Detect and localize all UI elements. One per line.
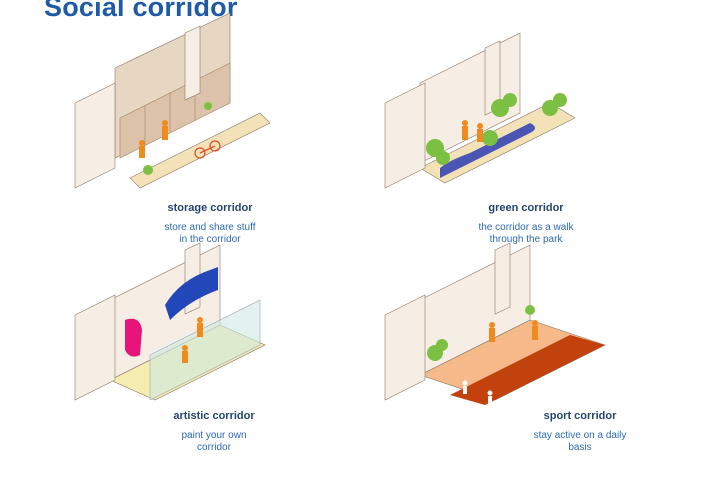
mural-magenta [125,318,142,357]
floor [129,112,271,189]
left-wall [74,294,116,401]
storage-corridor-illustration [74,12,271,189]
plant-icon [427,305,535,361]
panel-description: stay active on a daily basis [533,430,627,453]
plant-icon [426,93,567,165]
left-wall [74,82,116,189]
artistic-corridor-illustration [74,242,266,401]
panel-description: the corridor as a walk through the park [478,222,574,245]
person-figure [182,317,203,363]
left-wall [384,294,426,401]
glass-panel [149,299,261,401]
sport-corridor-illustration [384,242,606,405]
green-band [440,123,535,178]
panel-caption-artistic: artistic corridor paint your own corrido… [144,410,284,454]
panel-title: storage corridor [167,202,253,214]
page-title: Social corridor [44,0,238,22]
plant-icon [143,102,212,175]
partition-wall [494,242,511,315]
running-track [450,335,605,405]
partition-wall [184,25,201,101]
panel-description: paint your own corridor [181,430,247,453]
person-figure [139,120,168,158]
panel-caption-green: green corridor the corridor as a walk th… [456,202,596,246]
left-wall [384,82,426,189]
green-corridor-illustration [384,32,576,189]
panel-caption-storage: storage corridor store and share stuff i… [140,202,280,246]
panel-description: store and share stuff in the corridor [164,222,256,245]
mural-blue [165,267,218,320]
runner-icon [462,380,493,404]
panel-caption-sport: sport corridor stay active on a daily ba… [510,410,650,454]
panel-title: green corridor [488,202,564,214]
panel-title: sport corridor [543,410,617,422]
bicycle-icon [194,140,221,159]
panel-title: artistic corridor [173,410,255,422]
person-figure [489,320,538,342]
person-figure [462,120,483,142]
